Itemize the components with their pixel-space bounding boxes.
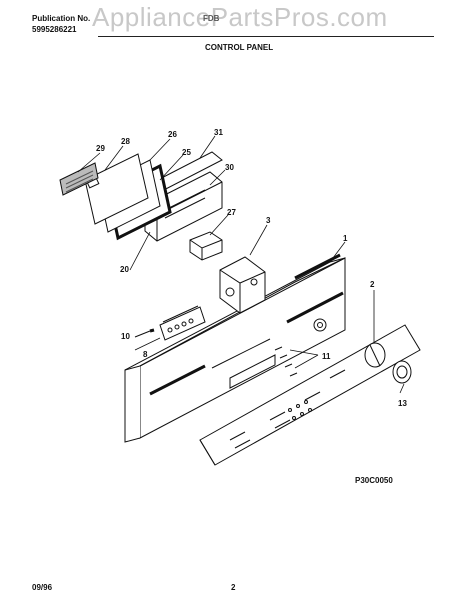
page-number: 2 [231,583,236,592]
callout-10: 10 [121,332,130,341]
mounting-screw [134,328,155,338]
section-title: CONTROL PANEL [205,43,274,52]
callout-2: 2 [370,280,375,289]
watermark: AppliancePartsPros.com [92,2,388,32]
callout-8: 8 [143,350,148,359]
callout-3: 3 [266,216,271,225]
front-overlay-panel [199,324,421,466]
callout-27: 27 [227,208,236,217]
header-rule [98,36,434,37]
publication-number: 5995286221 [32,25,77,34]
callout-30: 30 [225,163,234,172]
callout-28: 28 [121,137,130,146]
vent-grille [59,162,99,196]
footer-date: 09/96 [32,583,53,592]
callout-31: 31 [214,128,223,137]
callout-11: 11 [322,352,331,361]
leader-lines [77,135,405,394]
callout-20: 20 [120,265,129,274]
callout-25: 25 [182,148,191,157]
callout-1: 1 [343,234,348,243]
publication-label: Publication No. [32,14,91,23]
control-panel-body [124,253,346,443]
timer [219,256,266,314]
callout-13: 13 [398,399,407,408]
figure-code: P30C0050 [355,476,393,485]
selector-knob-assembly [364,342,386,368]
callout-26: 26 [168,130,177,139]
switch-block [189,231,223,261]
callout-29: 29 [96,144,105,153]
control-module [159,305,206,341]
screws [274,346,298,377]
vent-housing [144,151,223,242]
knob [392,360,412,384]
model-fragment: FDB [203,14,220,23]
